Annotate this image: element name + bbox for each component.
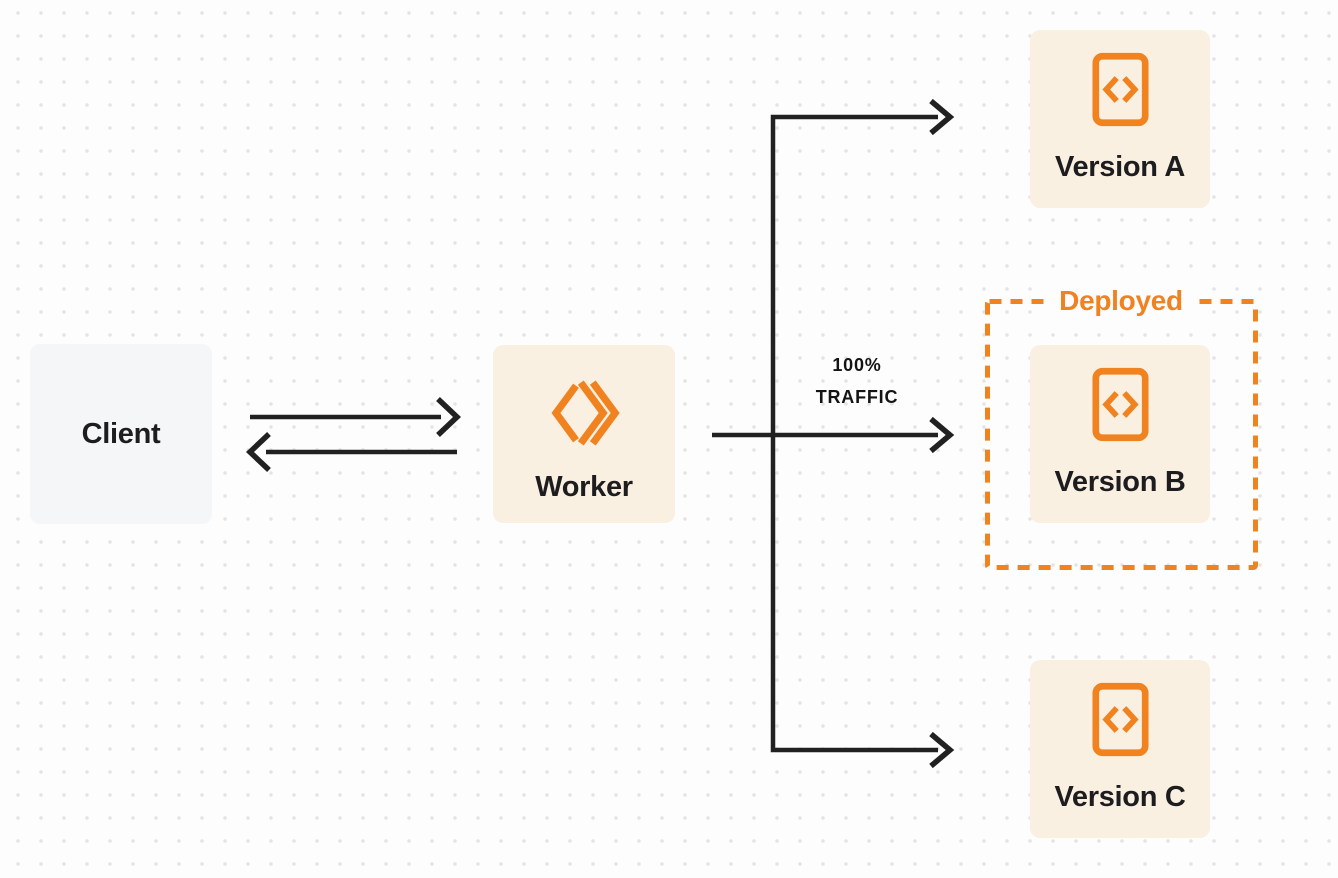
workers-logo-icon [547,377,621,449]
code-file-icon [1091,52,1149,127]
worker-node-label: Worker [535,471,633,503]
version-b-node-label: Version B [1054,466,1186,498]
client-node: Client [30,344,212,524]
worker-fanout-trunk [712,114,938,753]
worker-node: Worker [493,345,675,523]
code-file-icon [1091,367,1149,442]
arrowhead-version-a [929,98,955,136]
deployed-label: Deployed [987,286,1255,316]
version-c-node-label: Version C [1054,781,1186,813]
worker-to-client-arrow [246,432,457,472]
client-node-label: Client [81,417,161,450]
version-a-node-label: Version A [1055,151,1185,183]
arrowhead-version-c [929,731,955,769]
deployed-label-text: Deployed [1047,286,1195,316]
version-c-node: Version C [1030,660,1210,838]
client-to-worker-arrow [250,397,461,437]
traffic-label-percent: 100% [832,355,882,375]
code-file-icon [1091,682,1149,757]
version-b-node: Version B [1030,345,1210,523]
version-a-node: Version A [1030,30,1210,208]
traffic-label-word: TRAFFIC [815,387,899,407]
arrowhead-version-b [929,416,955,454]
traffic-label: 100% TRAFFIC [777,349,937,413]
